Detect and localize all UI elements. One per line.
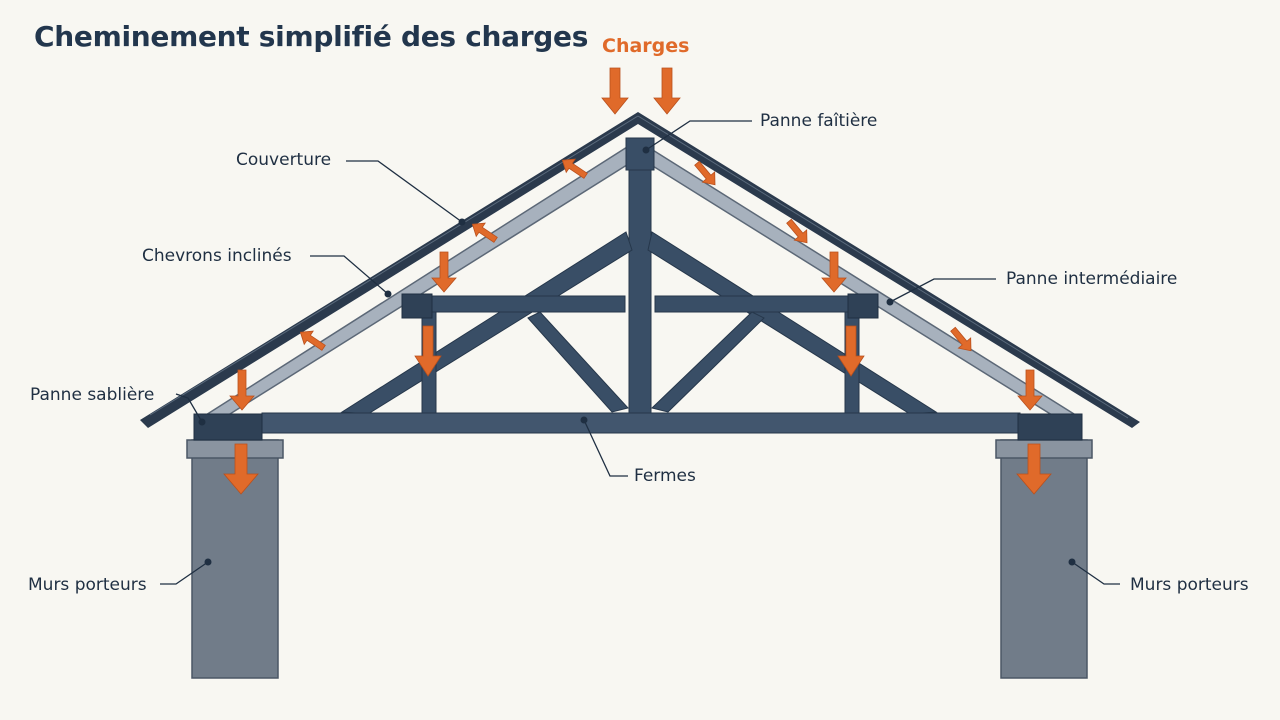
label-couverture: Couverture xyxy=(236,150,332,170)
label-murs-porteurs-left: Murs porteurs xyxy=(28,575,147,595)
load-arrow xyxy=(653,67,681,115)
truss xyxy=(261,159,1021,434)
load-arrow xyxy=(694,160,716,186)
leader-dots xyxy=(198,146,1076,566)
wall-plate-right xyxy=(1017,413,1083,441)
load-arrow xyxy=(223,443,259,495)
label-panne-sabliere: Panne sablière xyxy=(30,385,155,405)
load-arrow xyxy=(561,158,588,179)
load-arrow xyxy=(1017,369,1043,411)
ridge-purlin xyxy=(625,137,655,171)
wall-plate-left xyxy=(193,413,263,441)
leader-lines xyxy=(160,120,1120,585)
label-panne-faitiere: Panne faîtière xyxy=(760,111,878,131)
label-fermes: Fermes xyxy=(634,466,696,486)
label-panne-intermediaire: Panne intermédiaire xyxy=(1006,269,1178,289)
load-arrow xyxy=(837,325,865,377)
load-arrow xyxy=(601,67,629,115)
diagram-title: Cheminement simplifié des charges xyxy=(34,20,589,53)
load-arrow xyxy=(414,325,442,377)
label-charges: Charges xyxy=(602,35,690,57)
label-murs-porteurs-right: Murs porteurs xyxy=(1130,575,1249,595)
load-arrow xyxy=(229,369,255,411)
load-arrow xyxy=(471,222,498,243)
intermediate-purlin-left xyxy=(401,293,433,319)
load-arrow xyxy=(786,218,808,244)
load-arrow xyxy=(299,330,326,351)
load-arrow xyxy=(431,251,457,293)
label-chevrons-inclines: Chevrons inclinés xyxy=(142,246,292,266)
load-arrow xyxy=(950,326,972,352)
load-arrow xyxy=(821,251,847,293)
load-arrow xyxy=(1016,443,1052,495)
load-arrows xyxy=(223,67,1052,495)
intermediate-purlin-right xyxy=(847,293,879,319)
